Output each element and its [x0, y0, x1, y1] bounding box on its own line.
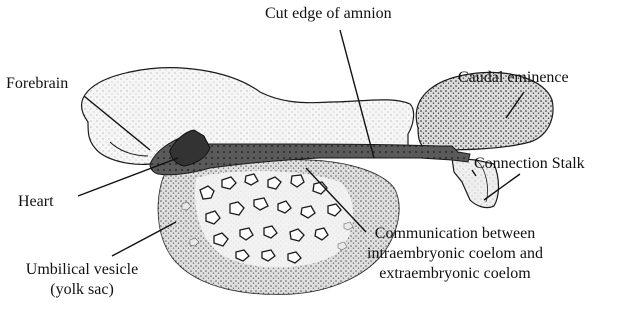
- label-umbilical-vesicle: Umbilical vesicle (yolk sac): [12, 260, 152, 300]
- label-umbilical-vesicle-line1: Umbilical vesicle: [12, 260, 152, 280]
- label-heart: Heart: [18, 192, 54, 212]
- label-communication: Communication between intraembryonic coe…: [340, 224, 570, 284]
- label-connection-stalk: Connection Stalk: [474, 154, 585, 174]
- label-forebrain: Forebrain: [6, 74, 68, 94]
- label-caudal-eminence: Caudal eminence: [458, 68, 569, 88]
- label-umbilical-vesicle-line2: (yolk sac): [12, 280, 152, 300]
- label-communication-line1: Communication between: [340, 224, 570, 244]
- label-communication-line2: intraembryonic coelom and: [340, 244, 570, 264]
- label-cut-edge-of-amnion: Cut edge of amnion: [265, 4, 392, 24]
- label-communication-line3: extraembryonic coelom: [340, 264, 570, 284]
